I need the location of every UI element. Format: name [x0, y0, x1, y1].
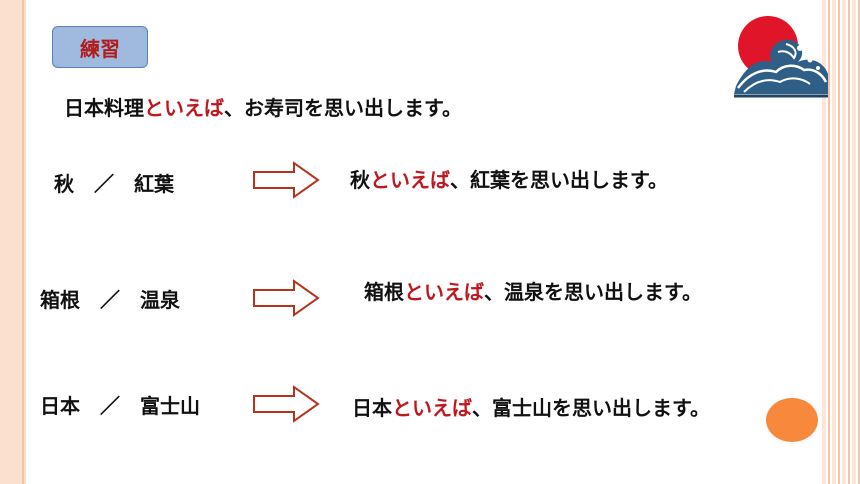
right-outline-arrow-icon	[253, 161, 320, 199]
answer-1-highlight: といえば	[370, 168, 450, 192]
answer-3-highlight: といえば	[392, 396, 472, 420]
left-border-decoration	[0, 0, 26, 484]
example-sentence: 日本料理といえば、お寿司を思い出します。	[64, 92, 462, 121]
answer-1-prefix: 秋	[350, 168, 370, 192]
answer-2-highlight: といえば	[404, 280, 484, 304]
answer-1-suffix: 、紅葉を思い出します。	[450, 168, 668, 192]
answer-2: 箱根といえば、温泉を思い出します。	[364, 276, 702, 305]
answer-2-suffix: 、温泉を思い出します。	[484, 280, 702, 304]
right-outline-arrow-icon	[253, 385, 320, 423]
right-stripe-decoration	[822, 0, 860, 484]
answer-3-suffix: 、富士山を思い出します。	[472, 396, 710, 420]
right-outline-arrow-icon	[253, 279, 320, 317]
example-suffix: 、お寿司を思い出します。	[224, 96, 462, 120]
prompt-3: 日本 ／ 富士山	[40, 394, 200, 418]
prompt-1: 秋 ／ 紅葉	[54, 172, 174, 196]
wave-sun-icon	[734, 16, 828, 98]
example-highlight: といえば	[144, 96, 224, 120]
practice-tag: 練習	[52, 26, 148, 68]
answer-3: 日本といえば、富士山を思い出します。	[352, 392, 710, 421]
answer-2-prefix: 箱根	[364, 280, 404, 304]
practice-tag-label: 練習	[80, 36, 120, 61]
prompt-2: 箱根 ／ 温泉	[40, 288, 180, 312]
example-prefix: 日本料理	[64, 96, 144, 120]
answer-1: 秋といえば、紅葉を思い出します。	[350, 164, 668, 193]
answer-3-prefix: 日本	[352, 396, 392, 420]
orange-circle-decoration	[766, 398, 818, 442]
